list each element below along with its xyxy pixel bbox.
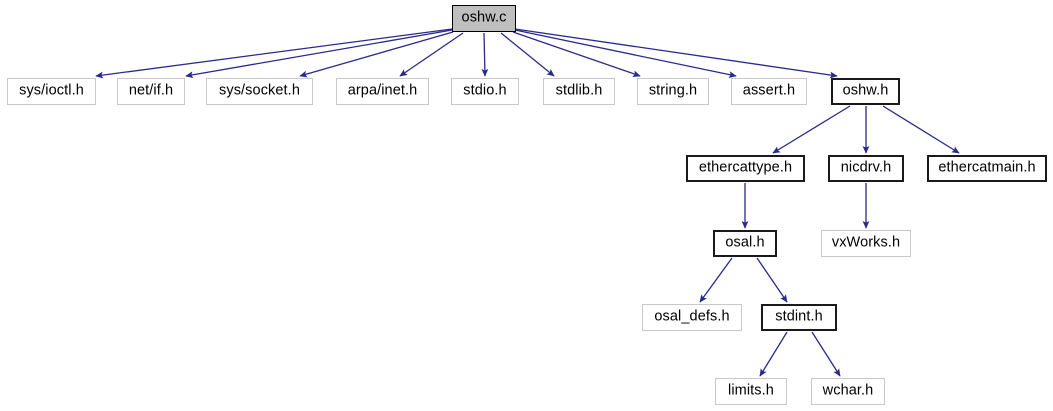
edge-osal-to-stdint: [756, 257, 788, 303]
node-label-limits: limits.h: [728, 382, 774, 399]
node-label-oshw_h: oshw.h: [842, 82, 889, 99]
node-label-assert: assert.h: [742, 82, 796, 99]
node-osal_defs[interactable]: osal_defs.h: [642, 304, 742, 331]
node-label-arpa_inet: arpa/inet.h: [347, 82, 418, 99]
node-label-sys_socket: sys/socket.h: [219, 82, 300, 99]
edge-stdint-to-limits: [759, 331, 788, 377]
node-oshw_c[interactable]: oshw.c: [452, 5, 516, 32]
node-sys_ioctl[interactable]: sys/ioctl.h: [7, 78, 96, 105]
node-assert[interactable]: assert.h: [731, 78, 807, 105]
edge-oshw_c-to-sys_ioctl: [95, 28, 453, 79]
edge-oshw_c-to-net_if: [185, 29, 453, 79]
node-label-sys_ioctl: sys/ioctl.h: [19, 82, 84, 99]
node-string[interactable]: string.h: [637, 78, 709, 105]
node-nicdrv[interactable]: nicdrv.h: [828, 155, 904, 182]
edge-oshw_c-to-string: [512, 31, 641, 77]
node-stdio[interactable]: stdio.h: [451, 78, 519, 105]
node-label-ethercatmain: ethercatmain.h: [938, 159, 1036, 176]
node-label-stdio: stdio.h: [463, 82, 507, 99]
edge-oshw_c-to-assert: [514, 29, 737, 78]
node-oshw_h[interactable]: oshw.h: [831, 78, 900, 105]
node-ethercatmain[interactable]: ethercatmain.h: [927, 155, 1047, 182]
edge-oshw_c-to-stdio: [481, 32, 489, 77]
node-label-stdlib: stdlib.h: [555, 82, 603, 99]
node-arpa_inet[interactable]: arpa/inet.h: [336, 78, 429, 105]
edge-oshw_c-to-oshw_h: [514, 28, 838, 79]
node-stdint[interactable]: stdint.h: [761, 304, 837, 331]
node-osal[interactable]: osal.h: [713, 230, 777, 257]
node-label-oshw_c: oshw.c: [461, 9, 507, 26]
node-label-stdint: stdint.h: [775, 308, 823, 325]
node-net_if[interactable]: net/if.h: [117, 78, 185, 105]
edge-oshw_c-to-stdlib: [500, 32, 555, 77]
edge-oshw_h-to-ethercattype: [772, 105, 851, 154]
node-sys_socket[interactable]: sys/socket.h: [206, 78, 313, 105]
edge-oshw_c-to-sys_socket: [299, 31, 454, 78]
node-label-osal: osal.h: [725, 234, 765, 251]
node-label-ethercattype: ethercattype.h: [698, 159, 793, 176]
node-label-net_if: net/if.h: [128, 82, 174, 99]
node-label-nicdrv: nicdrv.h: [840, 159, 892, 176]
node-wchar[interactable]: wchar.h: [811, 378, 885, 405]
node-label-vxworks: vxWorks.h: [831, 234, 901, 251]
node-label-string: string.h: [648, 82, 698, 99]
node-vxworks[interactable]: vxWorks.h: [821, 230, 911, 257]
node-ethercattype[interactable]: ethercattype.h: [686, 155, 805, 182]
edge-osal-to-osal_defs: [699, 257, 733, 303]
node-stdlib[interactable]: stdlib.h: [543, 78, 615, 105]
edge-oshw_c-to-arpa_inet: [399, 32, 464, 77]
node-label-wchar: wchar.h: [822, 382, 874, 399]
node-limits[interactable]: limits.h: [715, 378, 787, 405]
edge-stdint-to-wchar: [811, 331, 841, 377]
edge-oshw_h-to-ethercatmain: [882, 105, 960, 154]
node-label-osal_defs: osal_defs.h: [654, 308, 730, 325]
